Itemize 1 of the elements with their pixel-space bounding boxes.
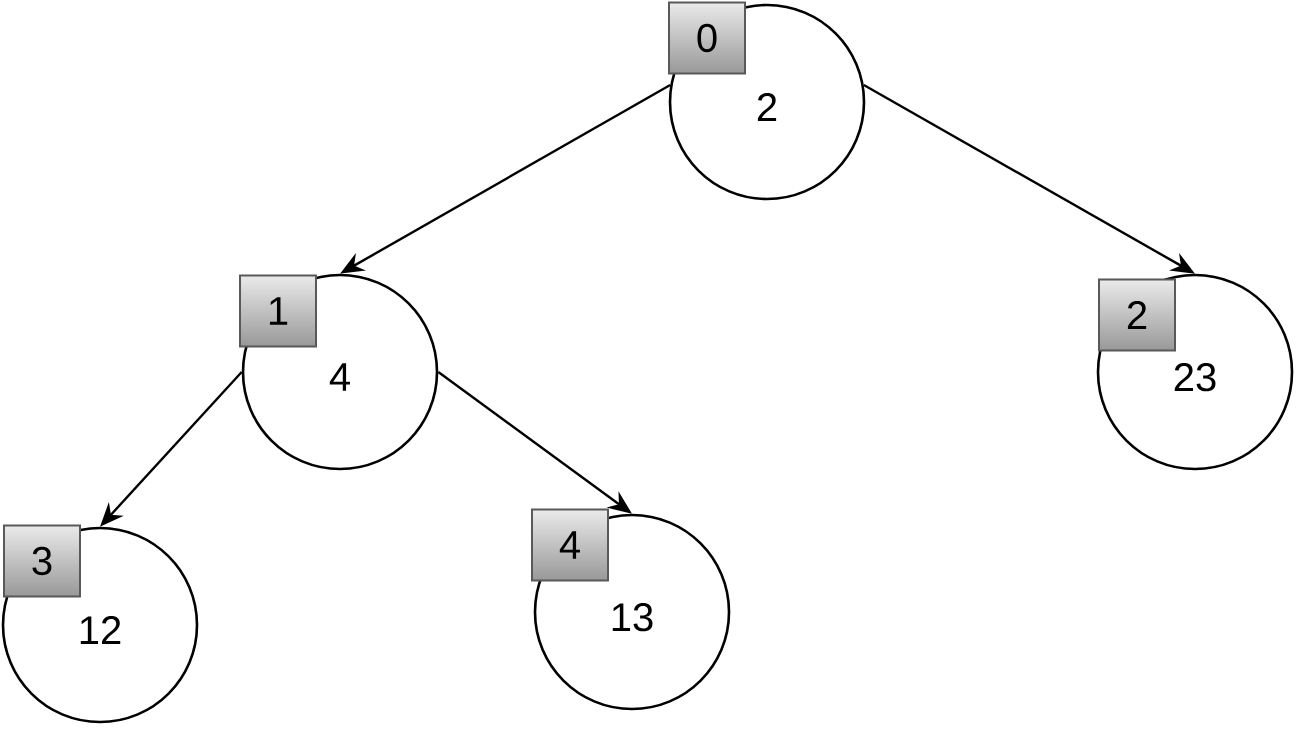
index-box: 4 xyxy=(531,508,609,582)
